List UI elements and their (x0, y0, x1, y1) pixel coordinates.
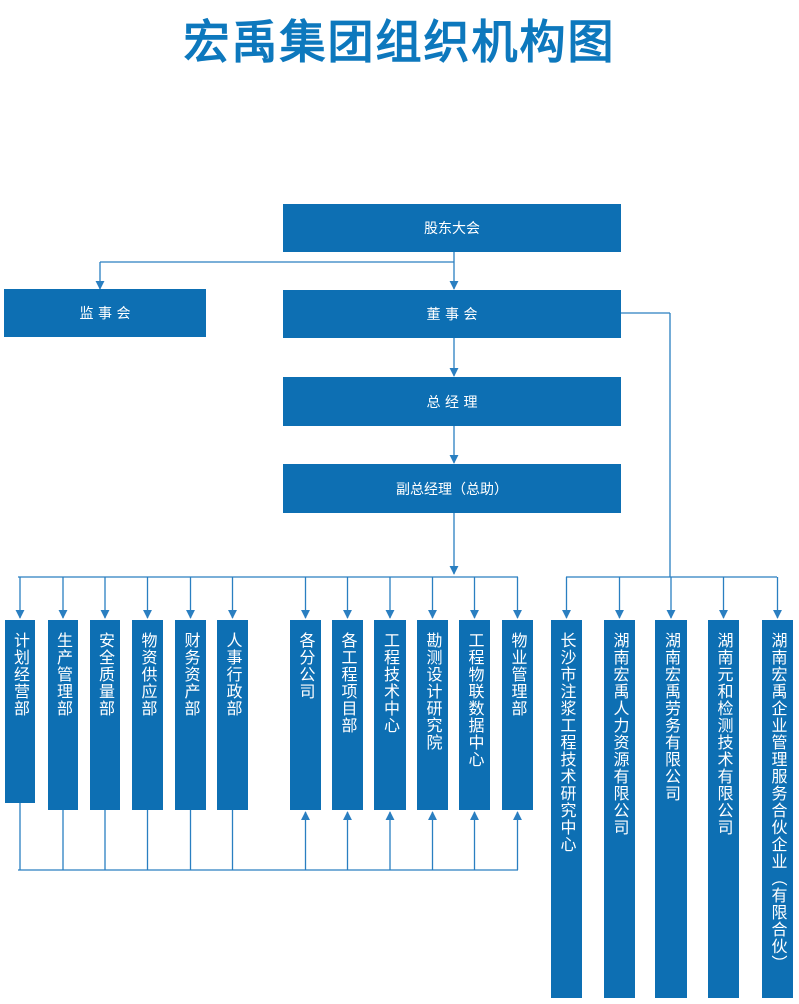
department-box: 各工程项目部 (332, 620, 363, 810)
department-box: 工程技术中心 (374, 620, 406, 810)
department-box: 各分公司 (290, 620, 321, 810)
department-box: 物业管理部 (502, 620, 533, 810)
department-box: 计划经营部 (5, 620, 35, 803)
shareholders-box: 股东大会 (283, 204, 621, 252)
department-box: 财务资产部 (175, 620, 206, 810)
department-box: 生产管理部 (48, 620, 78, 810)
company-label: 湖南元和检测技术有限公司 (714, 632, 734, 836)
department-box: 工程物联数据中心 (459, 620, 490, 810)
company-box: 湖南元和检测技术有限公司 (708, 620, 739, 998)
department-box: 物资供应部 (132, 620, 163, 810)
company-label: 湖南宏禹企业管理服务合伙企业（有限合伙） (768, 632, 788, 972)
department-label: 工程物联数据中心 (465, 632, 485, 768)
department-label: 物业管理部 (508, 632, 528, 717)
company-box: 湖南宏禹劳务有限公司 (655, 620, 687, 998)
company-box: 长沙市注浆工程技术研究中心 (551, 620, 582, 998)
department-label: 各工程项目部 (338, 632, 358, 734)
department-label: 计划经营部 (11, 632, 30, 717)
general-manager-box: 总 经 理 (283, 377, 621, 426)
company-box: 湖南宏禹企业管理服务合伙企业（有限合伙） (762, 620, 793, 998)
department-label: 财务资产部 (181, 632, 201, 717)
department-label: 工程技术中心 (381, 632, 400, 734)
deputy-general-manager-box: 副总经理（总助） (283, 464, 621, 513)
department-label: 物资供应部 (138, 632, 158, 717)
company-label: 长沙市注浆工程技术研究中心 (557, 632, 577, 853)
company-box: 湖南宏禹人力资源有限公司 (604, 620, 635, 998)
department-label: 安全质量部 (96, 632, 115, 717)
department-box: 安全质量部 (90, 620, 120, 810)
department-label: 各分公司 (296, 632, 316, 700)
department-box: 勘测设计研究院 (417, 620, 448, 810)
supervisors-box: 监 事 会 (4, 289, 206, 337)
department-label: 生产管理部 (54, 632, 73, 717)
department-label: 勘测设计研究院 (423, 632, 443, 751)
company-label: 湖南宏禹人力资源有限公司 (610, 632, 630, 836)
department-label: 人事行政部 (223, 632, 243, 717)
company-label: 湖南宏禹劳务有限公司 (662, 632, 681, 802)
page-title: 宏禹集团组织机构图 (183, 15, 616, 69)
department-box: 人事行政部 (217, 620, 248, 810)
board-box: 董 事 会 (283, 290, 621, 338)
